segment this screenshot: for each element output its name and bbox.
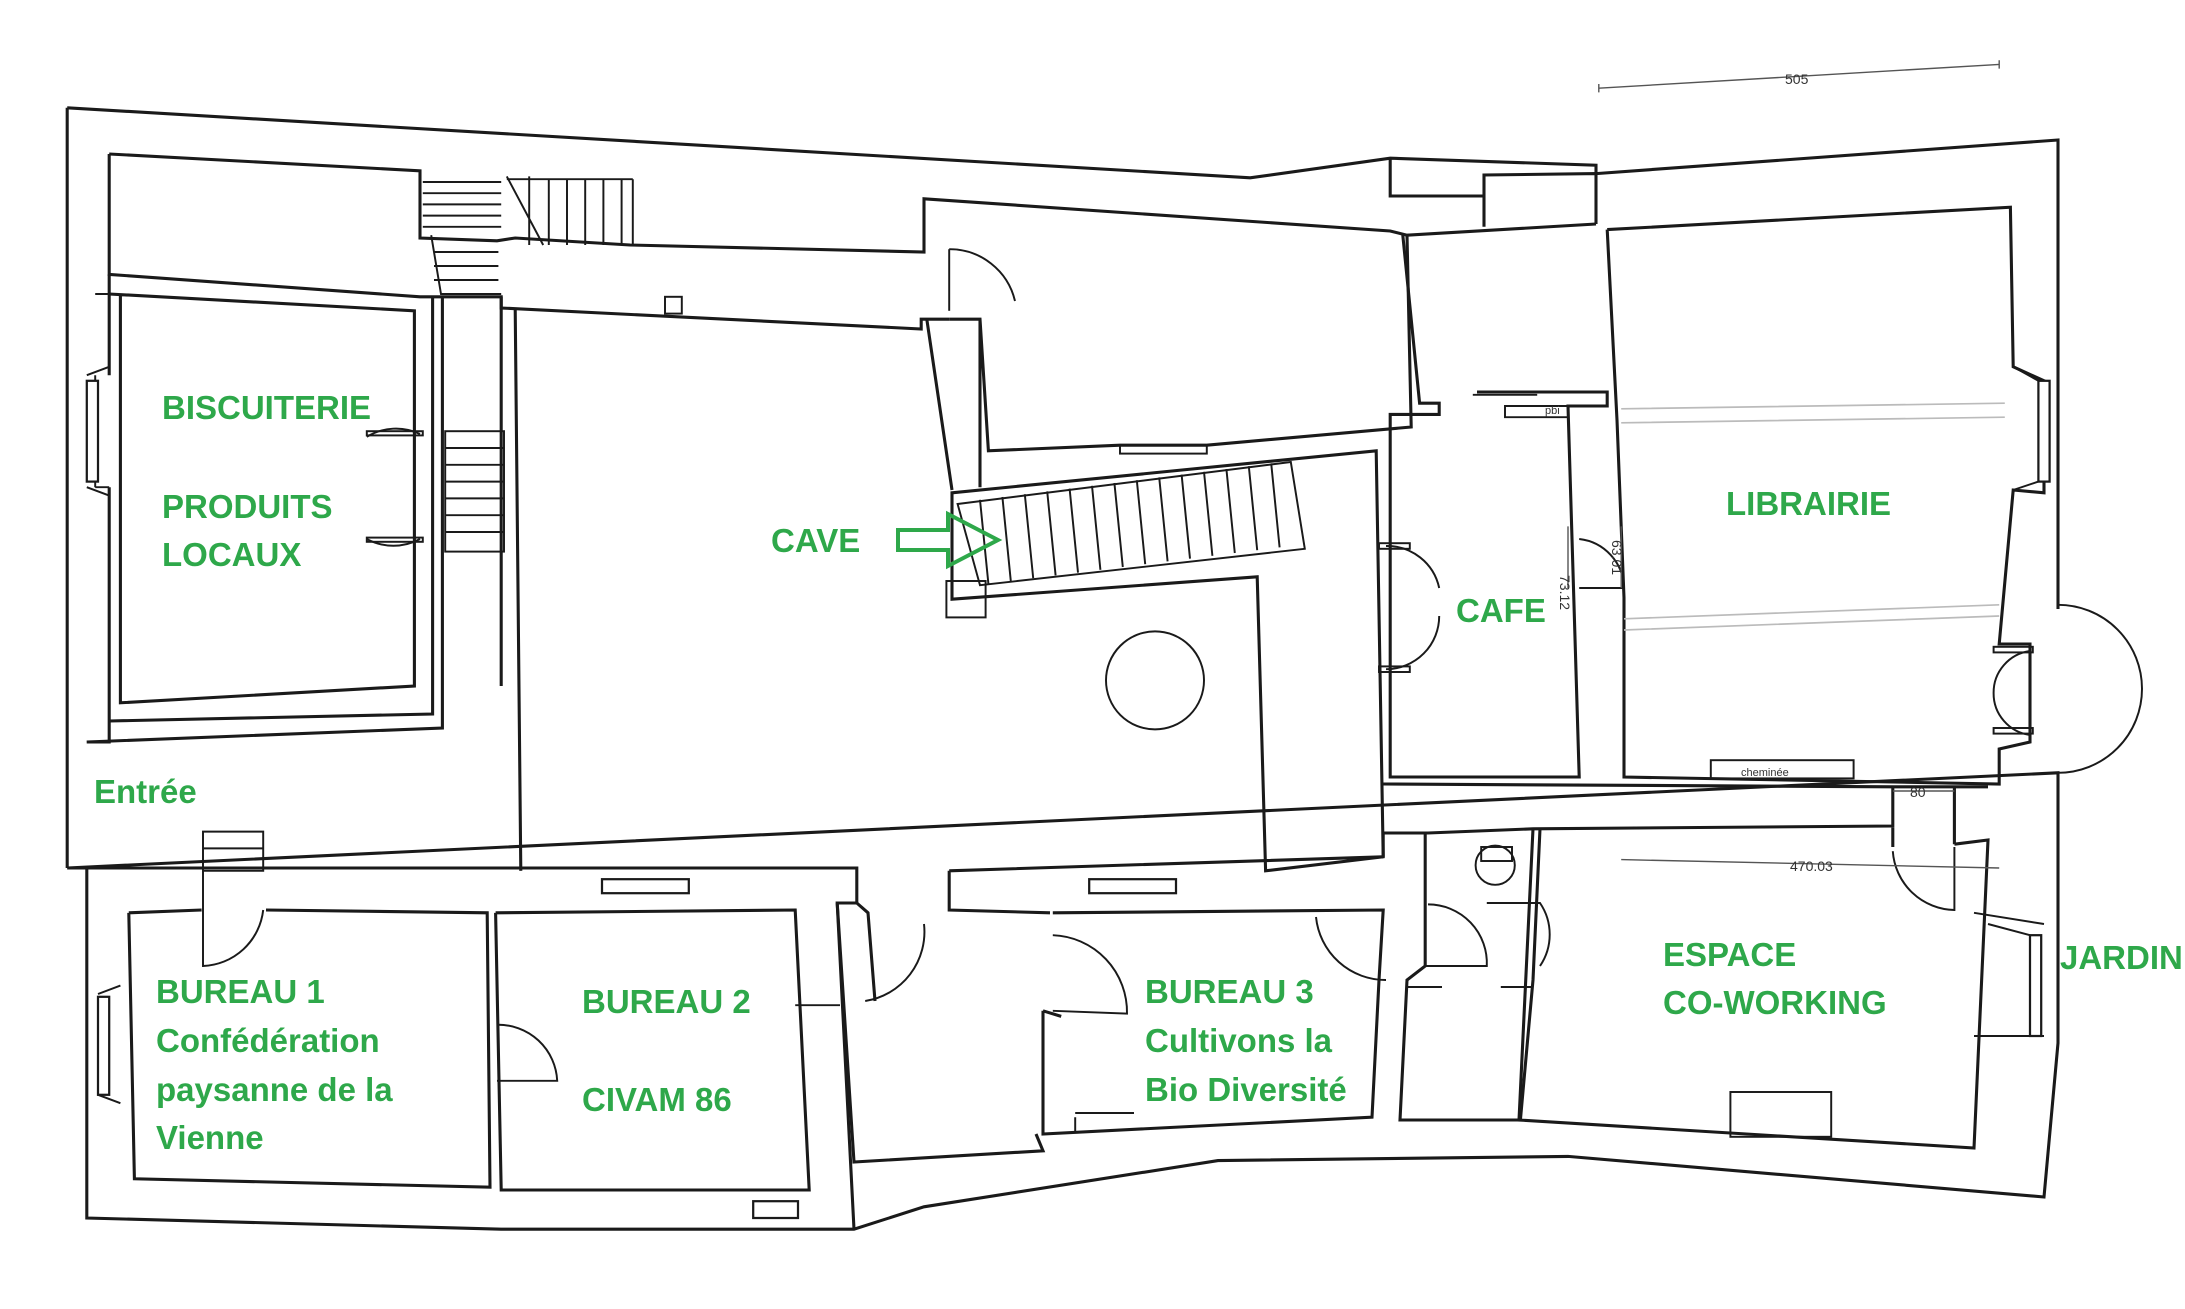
dimension-lines — [1567, 60, 2000, 869]
label-entree: Entrée — [94, 773, 197, 810]
label-cave: CAVE — [771, 522, 860, 559]
north-corridor-wall — [109, 152, 1597, 254]
dim-top: 505 — [1785, 71, 1809, 87]
stairs-west — [444, 430, 505, 553]
coworking-walls — [1517, 828, 1990, 1150]
dim-cafe-a: 73.12 — [1557, 575, 1573, 610]
wc-block — [1398, 828, 1542, 1122]
label-bureau3-1: BUREAU 3 — [1145, 973, 1314, 1010]
label-produits-2: LOCAUX — [162, 536, 301, 573]
corridor-west — [86, 296, 444, 744]
stairs-north — [419, 170, 683, 315]
hall-west — [499, 296, 523, 871]
label-jardin: JARDIN — [2060, 939, 2183, 976]
dim-gap: 80 — [1910, 784, 1926, 800]
label-bureau1-2: Confédération — [156, 1022, 380, 1059]
cave-stair-wall — [950, 449, 1385, 873]
north-room-door — [948, 248, 1208, 455]
building-walls — [65, 60, 2143, 1231]
bureau3-walls — [1041, 908, 1385, 1136]
cave-arrow-icon — [896, 510, 1003, 570]
column-circle — [1105, 630, 1205, 731]
pbi-label: pbi — [1545, 405, 1560, 417]
north-annex — [1388, 158, 1598, 227]
label-bureau3-3: Bio Diversité — [1145, 1071, 1347, 1108]
bureau1-walls — [127, 908, 492, 1189]
north-room — [925, 235, 1413, 491]
cafe-doors — [1378, 393, 1625, 673]
label-bureau1-3: paysanne de la — [156, 1071, 393, 1108]
cheminee-label: cheminée — [1741, 767, 1789, 779]
label-biscuiterie: BISCUITERIE — [162, 389, 371, 426]
south-doors — [202, 830, 1178, 1220]
label-produits-1: PRODUITS — [162, 488, 333, 525]
librairie-grid — [1621, 402, 2005, 631]
dim-coworking: 470.03 — [1790, 858, 1833, 874]
bureau2-walls — [494, 908, 811, 1192]
cave-stairs — [945, 460, 1306, 619]
label-bureau2-1: BUREAU 2 — [582, 983, 751, 1020]
windows — [85, 365, 2051, 1105]
label-coworking-1: ESPACE — [1663, 936, 1796, 973]
label-bureau1-4: Vienne — [156, 1119, 264, 1156]
label-cafe: CAFE — [1456, 592, 1546, 629]
stair-lobby — [835, 901, 1046, 1164]
label-librairie: LIBRAIRIE — [1726, 485, 1891, 522]
label-bureau1-1: BUREAU 1 — [156, 973, 325, 1010]
south-corridor — [1381, 782, 1988, 857]
label-bureau2-2: CIVAM 86 — [582, 1081, 732, 1118]
dim-cafe-b: 63.01 — [1609, 540, 1625, 575]
label-bureau3-2: Cultivons la — [1145, 1022, 1333, 1059]
librairie-doors — [1709, 603, 2143, 780]
label-coworking-2: CO-WORKING — [1663, 984, 1887, 1021]
biscuiterie-wall — [109, 292, 416, 705]
wc-fixtures — [1315, 844, 1551, 988]
cafe-walls — [1388, 235, 1609, 779]
outer-wall — [67, 106, 2060, 1231]
biscuiterie-doors — [365, 427, 424, 547]
